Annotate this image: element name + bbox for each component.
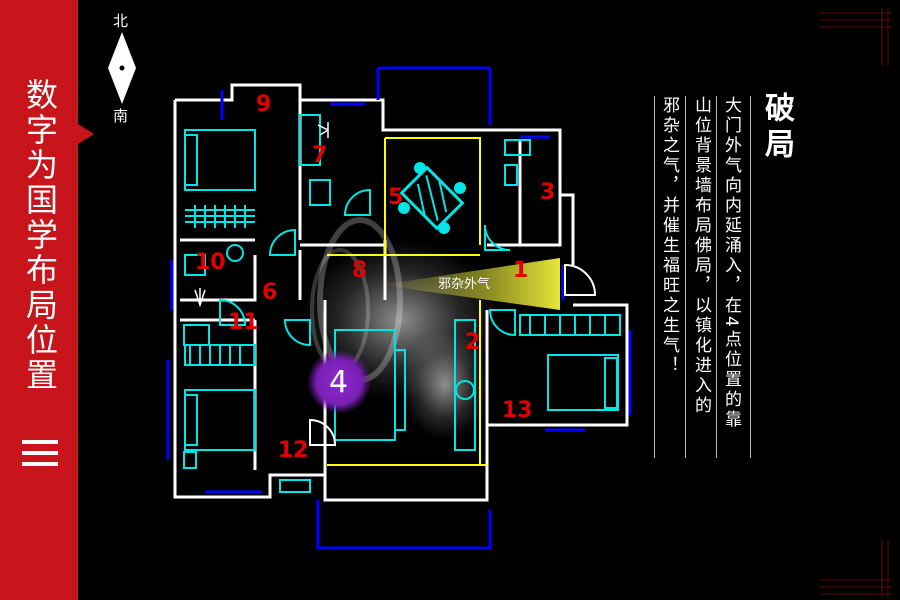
corner-decoration [820,8,892,66]
triple-bar-icon [22,440,58,466]
side-banner [0,0,78,600]
text-column: 邪杂之气，并催生福旺之生气！ [659,96,679,376]
evil-energy-label: 邪杂外气 [438,277,491,292]
text-column: 山位背景墙布局佛局，以镇化进入的 [691,96,711,416]
room-number: 10 [195,250,226,275]
corner-decoration [820,540,892,598]
divider [685,96,686,458]
room-number: 13 [502,398,533,423]
side-banner-title: 数字为国学布局位置 [21,78,59,393]
divider [654,96,655,458]
banner-arrow-icon [78,124,94,144]
room-number: 12 [278,438,309,463]
room-number: 5 [388,185,404,210]
room-number: 9 [256,92,272,117]
room-number: 8 [352,258,368,283]
room-number: 1 [513,258,529,283]
room-number: 11 [228,310,259,335]
divider [750,96,751,458]
breaking-title: 破局 [759,92,794,164]
compass-north-label: 北 [113,12,129,30]
room-number: 2 [465,330,481,355]
center-marker-number: 4 [329,365,349,400]
text-column: 大门外气向内延涌入，在4点位置的靠 [721,96,741,430]
divider [716,96,717,458]
room-number: 3 [540,180,556,205]
room-number: 6 [262,280,278,305]
compass-south-label: 南 [113,107,129,125]
compass-needle-icon [108,32,136,104]
room-number: 7 [312,143,328,168]
